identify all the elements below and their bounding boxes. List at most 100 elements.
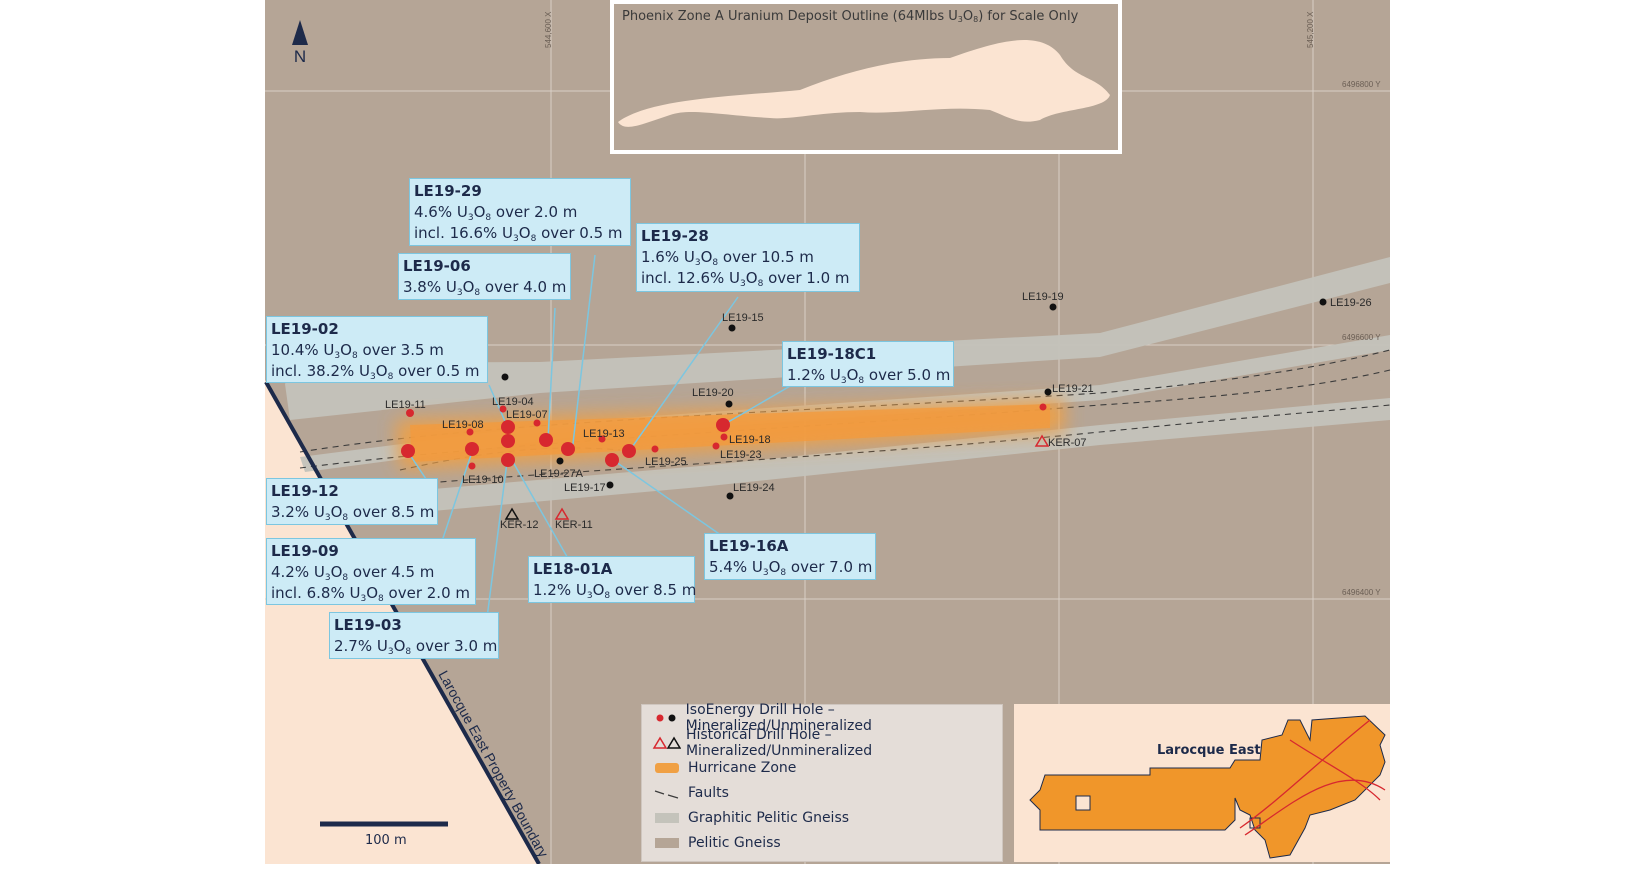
subscript: 8 bbox=[858, 376, 865, 386]
drill-hole-dot[interactable] bbox=[501, 434, 515, 448]
callout-text: over 1.0 m bbox=[763, 269, 850, 287]
callout-text: over 8.5 m bbox=[610, 581, 697, 599]
historical-hole-triangle[interactable] bbox=[1034, 434, 1050, 447]
drill-hole-dot[interactable] bbox=[622, 444, 636, 458]
subscript: 3 bbox=[840, 376, 847, 386]
subscript: 8 bbox=[405, 647, 412, 657]
drill-hole-dot[interactable] bbox=[598, 435, 606, 443]
hole-label: LE19-21 bbox=[1052, 383, 1094, 395]
subscript: 3 bbox=[456, 288, 463, 298]
callout-line: incl. 16.6% U3O8 over 0.5 m bbox=[414, 223, 626, 244]
callout-text: O bbox=[330, 503, 343, 521]
hole-label: LE19-15 bbox=[722, 312, 764, 324]
subscript: 8 bbox=[474, 288, 481, 298]
subscript: 3 bbox=[334, 351, 341, 361]
subscript: 3 bbox=[360, 594, 367, 604]
drill-hole-dot[interactable] bbox=[406, 409, 414, 417]
subscript: 3 bbox=[467, 213, 474, 223]
callout-title: LE19-29 bbox=[414, 182, 482, 200]
callout-text: over 3.0 m bbox=[411, 637, 498, 655]
callout-text: O bbox=[330, 563, 343, 581]
brown-swatch-icon bbox=[650, 835, 684, 851]
historical-hole-triangle[interactable] bbox=[554, 507, 570, 520]
callout-text: O bbox=[518, 224, 531, 242]
callout-text: incl. 16.6% U bbox=[414, 224, 514, 242]
grid-label-y3: 6496400 Y bbox=[1342, 588, 1381, 597]
callout-text: over 2.0 m bbox=[491, 203, 578, 221]
scale-bar-label: 100 m bbox=[365, 833, 407, 848]
drill-hole-dot[interactable] bbox=[1039, 403, 1047, 411]
drill-hole-dot[interactable] bbox=[556, 457, 564, 465]
drill-hole-dot[interactable] bbox=[720, 433, 728, 441]
drill-hole-labels: LE19-11 LE19-08 LE19-04 LE19-07 LE19-10 … bbox=[385, 291, 1372, 531]
drill-hole-dot[interactable] bbox=[501, 420, 515, 434]
drill-hole-dot[interactable] bbox=[533, 419, 541, 427]
legend-item-isoenergy: IsoEnergy Drill Hole – Mineralized/Unmin… bbox=[650, 702, 1002, 734]
callout-title: LE19-03 bbox=[334, 616, 402, 634]
callout-le19-03[interactable]: LE19-03 2.7% U3O8 over 3.0 m bbox=[329, 612, 499, 659]
legend-item-faults: Faults bbox=[650, 782, 729, 804]
drill-hole-dot[interactable] bbox=[401, 444, 415, 458]
callout-text: O bbox=[700, 248, 713, 266]
subscript: 3 bbox=[387, 647, 394, 657]
callout-title: LE19-06 bbox=[403, 257, 471, 275]
drill-hole-dot[interactable] bbox=[466, 428, 474, 436]
subscript: 8 bbox=[530, 234, 537, 244]
historical-hole-triangle[interactable] bbox=[504, 507, 520, 520]
drill-hole-dot[interactable] bbox=[1049, 303, 1057, 311]
drill-hole-dot[interactable] bbox=[606, 481, 614, 489]
drill-hole-dot[interactable] bbox=[561, 442, 575, 456]
drill-hole-dot[interactable] bbox=[539, 433, 553, 447]
scale-title-text: O bbox=[962, 9, 974, 24]
drill-hole-dot[interactable] bbox=[712, 442, 720, 450]
hole-label: LE19-04 bbox=[492, 396, 534, 408]
callout-line: 2.7% U3O8 over 3.0 m bbox=[334, 636, 498, 657]
hole-label: LE19-24 bbox=[733, 482, 775, 494]
drill-hole-dot[interactable] bbox=[499, 405, 507, 413]
drill-hole-dot[interactable] bbox=[728, 324, 736, 332]
drill-hole-dot[interactable] bbox=[605, 453, 619, 467]
callout-line: 3.2% U3O8 over 8.5 m bbox=[271, 502, 434, 523]
drill-hole-dot[interactable] bbox=[468, 462, 476, 470]
drill-hole-dot[interactable] bbox=[651, 445, 659, 453]
legend-label: Faults bbox=[688, 785, 729, 801]
grid-label-y2: 6496600 Y bbox=[1342, 333, 1381, 342]
callout-text: O bbox=[462, 278, 475, 296]
subscript: 3 bbox=[513, 234, 519, 244]
callout-text: O bbox=[340, 341, 352, 359]
subscript: 8 bbox=[378, 594, 384, 604]
callout-line: 10.4% U3O8 over 3.5 m bbox=[271, 340, 483, 361]
callout-text: incl. 38.2% U bbox=[271, 362, 371, 380]
drill-hole-dot[interactable] bbox=[501, 373, 509, 381]
drill-hole-dot[interactable] bbox=[501, 453, 515, 467]
callout-text: O bbox=[473, 203, 486, 221]
drill-hole-dot[interactable] bbox=[716, 418, 730, 432]
hole-label: KER-07 bbox=[1048, 437, 1087, 449]
triangle-pair-icon bbox=[650, 735, 682, 751]
callout-line: 1.6% U3O8 over 10.5 m bbox=[641, 247, 855, 268]
drill-hole-dot[interactable] bbox=[725, 400, 733, 408]
callout-text: over 0.5 m bbox=[536, 224, 623, 242]
hole-label: LE19-18 bbox=[729, 434, 771, 446]
legend-label: Hurricane Zone bbox=[688, 760, 797, 776]
north-label: N bbox=[294, 47, 306, 66]
grid-label-y1: 6496800 Y bbox=[1342, 80, 1381, 89]
callout-line: 4.6% U3O8 over 2.0 m bbox=[414, 202, 626, 223]
drill-hole-dot[interactable] bbox=[465, 442, 479, 456]
scale-box-title: Phoenix Zone A Uranium Deposit Outline (… bbox=[622, 9, 1078, 24]
drill-hole-dot[interactable] bbox=[726, 492, 734, 500]
callout-text: over 2.0 m bbox=[383, 584, 470, 602]
drill-hole-dot[interactable] bbox=[1319, 298, 1327, 306]
hole-label: LE19-17 bbox=[564, 482, 606, 494]
drill-hole-dot[interactable] bbox=[1044, 388, 1052, 396]
